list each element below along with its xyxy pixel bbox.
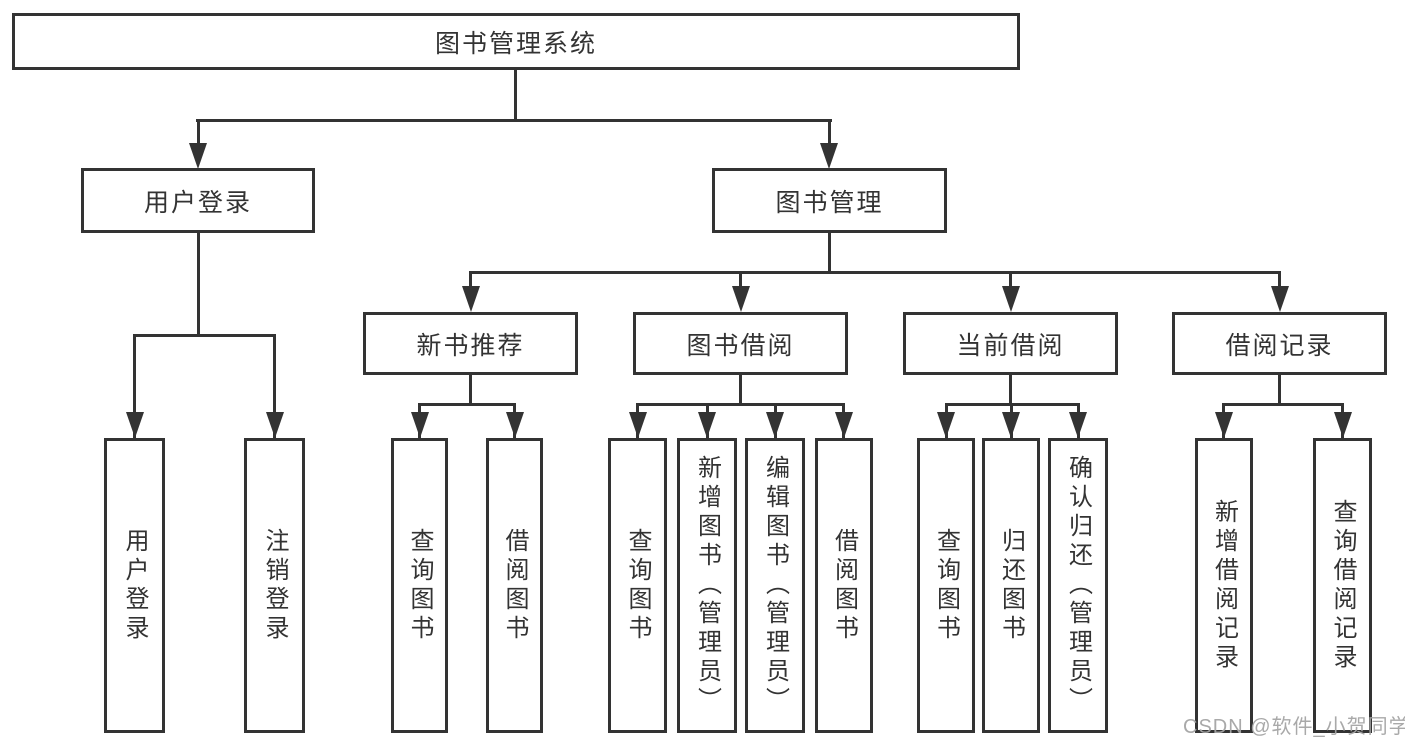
connector-to-current-borrowing [1009, 271, 1012, 299]
connector-to-leaf-logout [273, 334, 276, 438]
leaf-add-borrow-record: 新增借阅记录 [1195, 438, 1253, 733]
leaf-query-books-current: 查询图书 [917, 438, 975, 733]
connector-to-new-book [469, 271, 472, 299]
arrow-down-icon [506, 412, 524, 438]
connector-new-book-stem [469, 375, 472, 405]
node-book-borrowing: 图书借阅 [633, 312, 848, 375]
leaf-return-books: 归还图书 [982, 438, 1040, 733]
arrow-down-icon [1215, 412, 1233, 438]
connector-user-login-stem [197, 233, 200, 336]
node-borrowing-records: 借阅记录 [1172, 312, 1387, 375]
arrow-down-icon [835, 412, 853, 438]
arrow-down-icon [629, 412, 647, 438]
arrow-down-icon [411, 412, 429, 438]
arrow-down-icon [732, 286, 750, 312]
connector-book-mgmt-stem [828, 233, 831, 273]
connector-to-book-borrowing [739, 271, 742, 299]
leaf-confirm-return-admin: 确认归还（管理员） [1048, 438, 1108, 733]
connector-book-mgmt-horizontal [469, 271, 1281, 274]
connector-to-borrowing-records [1278, 271, 1281, 299]
arrow-down-icon [766, 412, 784, 438]
connector-book-borrowing-horizontal [636, 403, 845, 406]
connector-current-borrowing-stem [1009, 375, 1012, 405]
arrow-down-icon [126, 412, 144, 438]
connector-to-leaf-user-login [133, 334, 136, 438]
connector-to-book-management [828, 119, 831, 151]
arrow-down-icon [1002, 412, 1020, 438]
node-current-borrowing: 当前借阅 [903, 312, 1118, 375]
connector-borrowing-records-horizontal [1222, 403, 1343, 406]
csdn-watermark: CSDN @软件_小贺同学 [1183, 716, 1405, 738]
arrow-down-icon [1002, 286, 1020, 312]
connector-user-login-horizontal [133, 334, 276, 337]
connector-root-stem [514, 68, 517, 122]
node-book-management: 图书管理 [712, 168, 947, 233]
leaf-add-book-admin: 新增图书（管理员） [677, 438, 737, 733]
arrow-down-icon [820, 143, 838, 169]
node-user-login: 用户登录 [81, 168, 315, 233]
leaf-borrow-books-recommend: 借阅图书 [486, 438, 543, 733]
leaf-query-borrow-record: 查询借阅记录 [1313, 438, 1372, 733]
arrow-down-icon [266, 412, 284, 438]
arrow-down-icon [1334, 412, 1352, 438]
arrow-down-icon [1271, 286, 1289, 312]
arrow-down-icon [462, 286, 480, 312]
leaf-borrow-books-borrowing: 借阅图书 [815, 438, 873, 733]
leaf-query-books-borrowing: 查询图书 [608, 438, 667, 733]
connector-borrowing-records-stem [1278, 375, 1281, 405]
connector-to-user-login [197, 119, 200, 151]
leaf-user-login: 用户登录 [104, 438, 165, 733]
connector-new-book-horizontal [418, 403, 516, 406]
arrow-down-icon [698, 412, 716, 438]
node-new-book-recommend: 新书推荐 [363, 312, 578, 375]
node-library-system: 图书管理系统 [12, 13, 1020, 70]
arrow-down-icon [189, 143, 207, 169]
arrow-down-icon [1069, 412, 1087, 438]
connector-root-horizontal [196, 119, 832, 122]
leaf-edit-book-admin: 编辑图书（管理员） [745, 438, 805, 733]
leaf-query-books-recommend: 查询图书 [391, 438, 448, 733]
arrow-down-icon [937, 412, 955, 438]
leaf-logout-login: 注销登录 [244, 438, 305, 733]
connector-book-borrowing-stem [739, 375, 742, 405]
